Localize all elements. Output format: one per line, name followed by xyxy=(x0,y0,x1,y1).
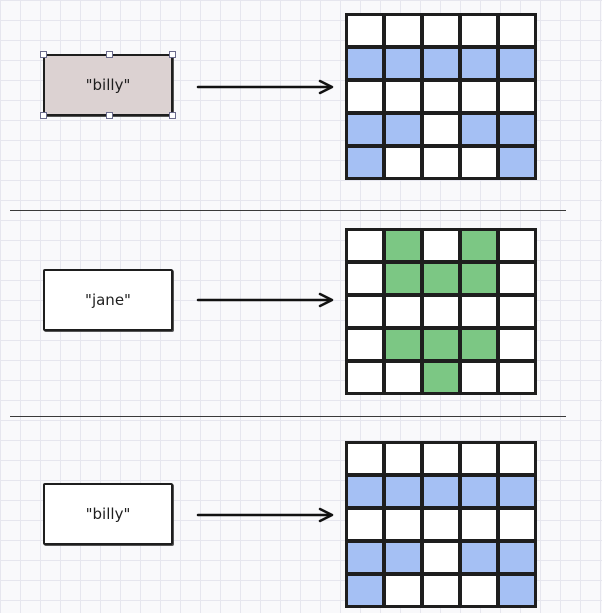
grid-cell xyxy=(461,147,497,178)
resize-handle-tm[interactable] xyxy=(106,51,113,58)
grid-cell xyxy=(499,230,535,261)
grid-cell xyxy=(499,48,535,79)
grid-cell xyxy=(347,476,383,507)
grid-cell xyxy=(347,542,383,573)
grid-cell xyxy=(499,263,535,294)
grid-cell xyxy=(461,48,497,79)
grid-cell xyxy=(499,362,535,393)
grid-cell xyxy=(461,476,497,507)
input-label-text: "billy" xyxy=(85,76,131,94)
grid-cell xyxy=(499,509,535,540)
identicon-grid xyxy=(345,228,537,395)
grid-cell xyxy=(461,443,497,474)
grid-cell xyxy=(347,443,383,474)
grid-cell xyxy=(499,15,535,46)
grid-cell xyxy=(347,147,383,178)
grid-cell xyxy=(423,575,459,606)
resize-handle-tr[interactable] xyxy=(169,51,176,58)
grid-cell xyxy=(347,114,383,145)
grid-cell xyxy=(347,329,383,360)
grid-cell xyxy=(385,147,421,178)
grid-cell xyxy=(423,114,459,145)
arrow-icon xyxy=(196,507,334,523)
grid-cell xyxy=(385,329,421,360)
grid-cell xyxy=(385,443,421,474)
grid-cell xyxy=(461,509,497,540)
grid-cell xyxy=(423,81,459,112)
grid-cell xyxy=(499,329,535,360)
grid-cell xyxy=(385,362,421,393)
arrow-icon xyxy=(196,292,334,308)
grid-cell xyxy=(385,48,421,79)
grid-cell xyxy=(347,48,383,79)
grid-cell xyxy=(423,230,459,261)
grid-cell xyxy=(347,230,383,261)
grid-cell xyxy=(347,81,383,112)
resize-handle-bm[interactable] xyxy=(106,112,113,119)
grid-cell xyxy=(385,15,421,46)
grid-cell xyxy=(423,15,459,46)
grid-cell xyxy=(499,476,535,507)
grid-cell xyxy=(385,542,421,573)
grid-cell xyxy=(347,15,383,46)
grid-cell xyxy=(347,509,383,540)
resize-handle-br[interactable] xyxy=(169,112,176,119)
input-label-box[interactable]: "billy" xyxy=(43,483,173,545)
grid-cell xyxy=(423,443,459,474)
grid-cell xyxy=(423,476,459,507)
grid-cell xyxy=(461,362,497,393)
grid-cell xyxy=(347,362,383,393)
grid-cell xyxy=(461,329,497,360)
input-label-text: "jane" xyxy=(85,291,131,309)
grid-cell xyxy=(461,263,497,294)
grid-cell xyxy=(385,476,421,507)
grid-cell xyxy=(461,230,497,261)
grid-cell xyxy=(385,296,421,327)
resize-handle-tl[interactable] xyxy=(40,51,47,58)
grid-cell xyxy=(347,575,383,606)
grid-cell xyxy=(499,542,535,573)
grid-cell xyxy=(423,509,459,540)
grid-cell xyxy=(385,114,421,145)
grid-cell xyxy=(423,263,459,294)
grid-cell xyxy=(499,575,535,606)
grid-cell xyxy=(423,329,459,360)
arrow-icon xyxy=(196,79,334,95)
grid-cell xyxy=(461,296,497,327)
grid-cell xyxy=(385,230,421,261)
grid-cell xyxy=(499,296,535,327)
identicon-grid xyxy=(345,13,537,180)
input-label-box[interactable]: "billy" xyxy=(40,51,176,119)
grid-cell xyxy=(423,296,459,327)
input-label-box[interactable]: "jane" xyxy=(43,269,173,331)
grid-cell xyxy=(423,542,459,573)
divider xyxy=(10,210,566,211)
grid-cell xyxy=(499,114,535,145)
grid-cell xyxy=(423,362,459,393)
grid-cell xyxy=(347,263,383,294)
grid-cell xyxy=(461,575,497,606)
grid-cell xyxy=(385,81,421,112)
grid-cell xyxy=(461,81,497,112)
row-2: "jane" xyxy=(0,0,602,395)
identicon-grid xyxy=(345,441,537,608)
grid-cell xyxy=(385,575,421,606)
grid-cell xyxy=(385,509,421,540)
grid-cell xyxy=(499,81,535,112)
grid-cell xyxy=(461,542,497,573)
grid-cell xyxy=(499,443,535,474)
grid-cell xyxy=(385,263,421,294)
grid-cell xyxy=(461,114,497,145)
grid-cell xyxy=(347,296,383,327)
divider xyxy=(10,416,566,417)
grid-cell xyxy=(423,48,459,79)
resize-handle-bl[interactable] xyxy=(40,112,47,119)
grid-cell xyxy=(499,147,535,178)
input-label-text: "billy" xyxy=(85,505,131,523)
grid-cell xyxy=(423,147,459,178)
grid-cell xyxy=(461,15,497,46)
row-1: "billy" xyxy=(0,0,602,200)
